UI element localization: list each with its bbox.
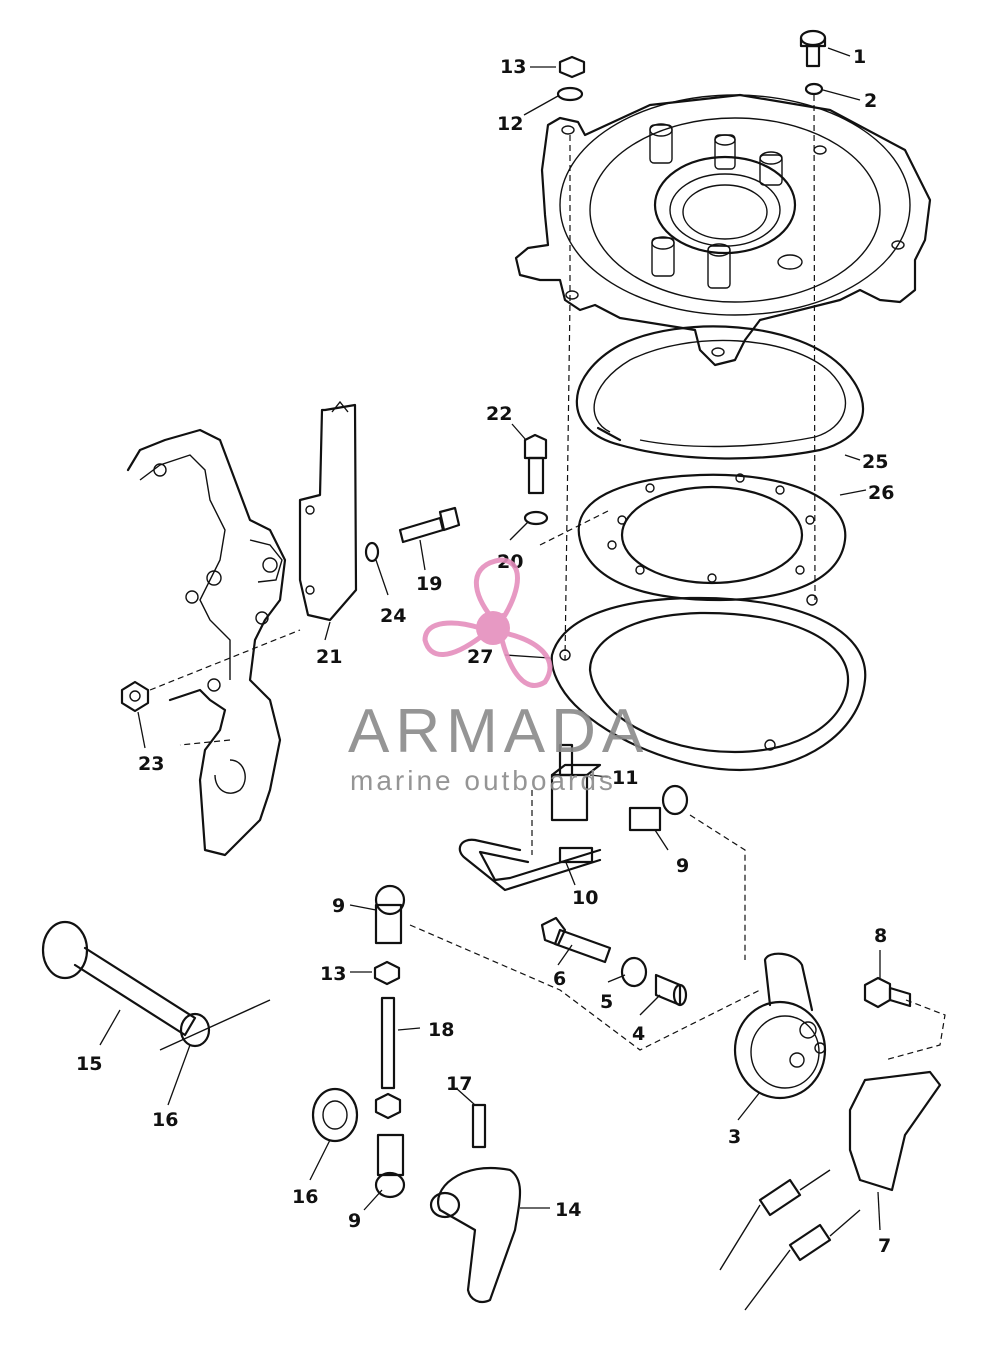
callout-9-upper: 9 xyxy=(332,895,345,917)
callout-14: 14 xyxy=(555,1199,581,1221)
link-rod xyxy=(458,838,602,892)
callout-12: 12 xyxy=(497,113,523,135)
watermark-brand: ARMADA xyxy=(348,697,649,766)
callout-8: 8 xyxy=(874,925,887,947)
bolt-22 xyxy=(523,433,549,526)
bolt-19 xyxy=(398,506,461,544)
callout-5: 5 xyxy=(600,991,613,1013)
bushing-4 xyxy=(654,973,688,1007)
crankcase-casting xyxy=(126,428,287,857)
callout-18: 18 xyxy=(428,1019,454,1041)
callout-labels: 1 2 3 4 5 6 7 8 9 9 9 10 11 12 13 13 14 … xyxy=(76,46,894,1257)
callout-9-lower: 9 xyxy=(348,1210,361,1232)
callout-10: 10 xyxy=(572,887,598,909)
callout-7: 7 xyxy=(878,1235,891,1257)
callout-22: 22 xyxy=(486,403,512,425)
nut-23 xyxy=(120,680,150,713)
callout-24: 24 xyxy=(380,605,406,627)
callout-17: 17 xyxy=(446,1073,472,1095)
split-ring xyxy=(575,325,865,460)
callout-13-top: 13 xyxy=(500,56,526,78)
callout-16-left: 16 xyxy=(152,1109,178,1131)
cable-bracket-7 xyxy=(719,1070,942,1311)
callout-21: 21 xyxy=(316,646,342,668)
callout-11: 11 xyxy=(612,767,638,789)
callout-2: 2 xyxy=(864,90,877,112)
callout-26: 26 xyxy=(868,482,894,504)
watermark: ARMADA marine outboards xyxy=(348,557,649,796)
callout-16-right: 16 xyxy=(292,1186,318,1208)
pivot-block xyxy=(550,743,602,822)
propeller-logo-icon xyxy=(422,557,553,688)
callout-9-right: 9 xyxy=(676,855,689,877)
bracket xyxy=(298,400,358,622)
bolt-8 xyxy=(863,976,912,1009)
callout-6: 6 xyxy=(553,968,566,990)
swivel-9-right xyxy=(628,784,689,832)
watermark-tagline: marine outboards xyxy=(350,765,616,796)
choke-knob-15 xyxy=(41,920,271,1051)
callout-13-mid: 13 xyxy=(320,963,346,985)
swivel-9-lower xyxy=(374,1133,406,1199)
callout-25: 25 xyxy=(862,451,888,473)
callout-15: 15 xyxy=(76,1053,102,1075)
callout-1: 1 xyxy=(853,46,866,68)
bolt-6 xyxy=(540,916,612,964)
callout-27: 27 xyxy=(467,646,493,668)
leader-lines xyxy=(99,47,881,1231)
callout-3: 3 xyxy=(728,1126,741,1148)
alignment-lines xyxy=(149,94,946,1061)
callout-4: 4 xyxy=(632,1023,645,1045)
callout-19: 19 xyxy=(416,573,442,595)
swivel-9-upper xyxy=(374,884,406,945)
bushing-16 xyxy=(311,1087,359,1143)
callout-23: 23 xyxy=(138,753,164,775)
lever-arm-14 xyxy=(429,1167,522,1304)
screw-1 xyxy=(799,29,827,96)
housing-plate xyxy=(514,93,932,367)
gasket-plate xyxy=(577,473,847,602)
lever-3 xyxy=(733,952,827,1100)
nut-13-top xyxy=(556,55,586,102)
